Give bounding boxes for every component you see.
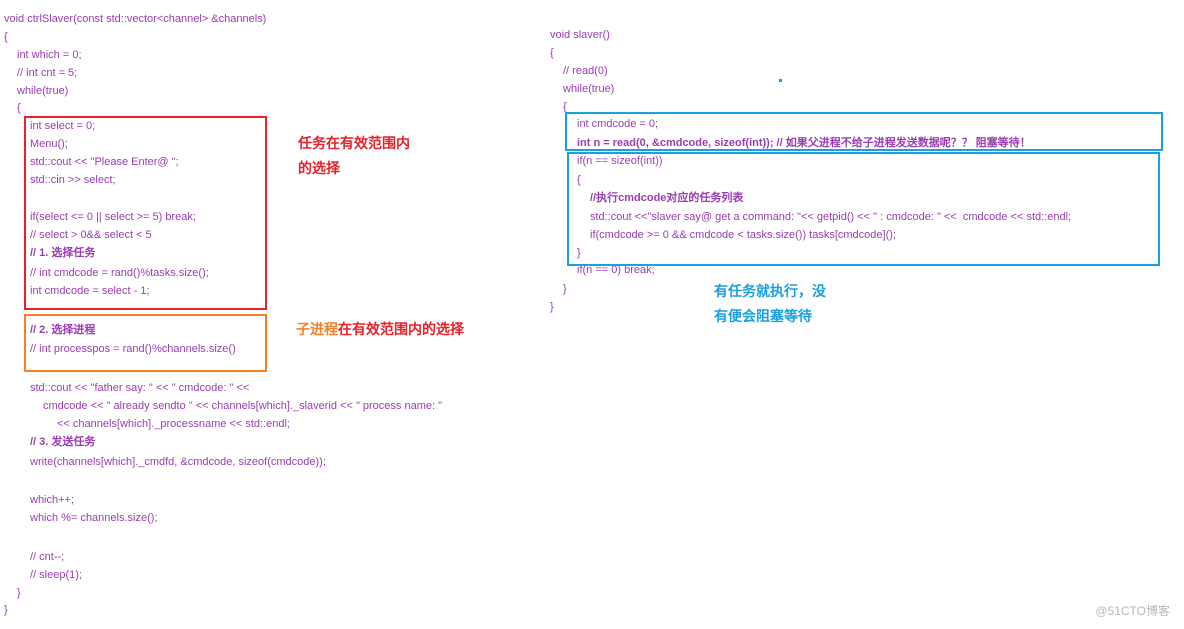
code-line: cmdcode << " already sendto " << channel… — [43, 400, 443, 412]
code-line: std::cin >> select; — [30, 174, 116, 186]
code-line: // sleep(1); — [30, 569, 82, 581]
code-line: if(n == 0) break; — [577, 264, 655, 276]
code-line: int n = read(0, &cmdcode, sizeof(int)); … — [577, 137, 1031, 149]
code-line: // cnt--; — [30, 551, 65, 563]
code-line: write(channels[which]._cmdfd, &cmdcode, … — [30, 456, 326, 468]
blue-highlight-box-execute — [567, 152, 1160, 266]
blue-note-line2: 有便会阻塞等待 — [714, 308, 812, 324]
code-line: //执行cmdcode对应的任务列表 — [590, 192, 744, 204]
orange-note-prefix: 子进程 — [296, 321, 338, 337]
code-line: which++; — [30, 494, 75, 506]
code-line: which %= channels.size(); — [30, 512, 158, 524]
code-line: int cmdcode = 0; — [577, 118, 659, 130]
code-line: std::cout <<"slaver say@ get a command: … — [590, 211, 1072, 223]
code-line: if(n == sizeof(int)) — [577, 155, 663, 167]
code-line: { — [550, 47, 554, 59]
code-line: void slaver() — [550, 29, 610, 41]
code-line: } — [17, 587, 21, 599]
code-line: // 2. 选择进程 — [30, 324, 96, 336]
code-line: if(select <= 0 || select >= 5) break; — [30, 211, 196, 223]
red-note-line2: 的选择 — [298, 160, 340, 176]
code-line: if(cmdcode >= 0 && cmdcode < tasks.size(… — [590, 229, 896, 241]
code-line: { — [577, 174, 581, 186]
orange-highlight-box — [24, 314, 267, 372]
code-line: while(true) — [17, 85, 69, 97]
code-line: Menu(); — [30, 138, 68, 150]
code-line: } — [577, 247, 581, 259]
orange-note: 子进程在有效范围内的选择 — [296, 320, 464, 338]
code-line: int which = 0; — [17, 49, 82, 61]
code-line: void ctrlSlaver(const std::vector<channe… — [4, 13, 267, 25]
code-line: // read(0) — [563, 65, 608, 77]
code-line: } — [550, 301, 554, 313]
code-line: int select = 0; — [30, 120, 96, 132]
code-line: // int processpos = rand()%channels.size… — [30, 343, 236, 355]
code-line: { — [17, 102, 21, 114]
code-line: // 3. 发送任务 — [30, 436, 96, 448]
code-line: } — [4, 604, 8, 616]
code-line: // int cmdcode = rand()%tasks.size(); — [30, 267, 209, 279]
code-line: // 1. 选择任务 — [30, 247, 96, 259]
blue-highlight-box-read — [565, 112, 1163, 151]
code-line: { — [563, 101, 567, 113]
watermark: @51CTO博客 — [1095, 604, 1170, 618]
code-line: // int cnt = 5; — [17, 67, 78, 79]
blue-note-line1: 有任务就执行，没 — [714, 283, 826, 299]
code-line: while(true) — [563, 83, 615, 95]
orange-note-rest: 在有效范围内的选择 — [338, 321, 464, 337]
code-line: std::cout << "Please Enter@ "; — [30, 156, 179, 168]
code-line: std::cout << "father say: " << " cmdcode… — [30, 382, 250, 394]
code-line: int cmdcode = select - 1; — [30, 285, 150, 297]
code-line: } — [563, 283, 567, 295]
blue-dot — [779, 79, 782, 82]
red-highlight-box — [24, 116, 267, 310]
red-note-line1: 任务在有效范围内 — [298, 135, 410, 151]
code-line: { — [4, 31, 8, 43]
code-line: // select > 0&& select < 5 — [30, 229, 152, 241]
code-line: << channels[which]._processname << std::… — [57, 418, 290, 430]
